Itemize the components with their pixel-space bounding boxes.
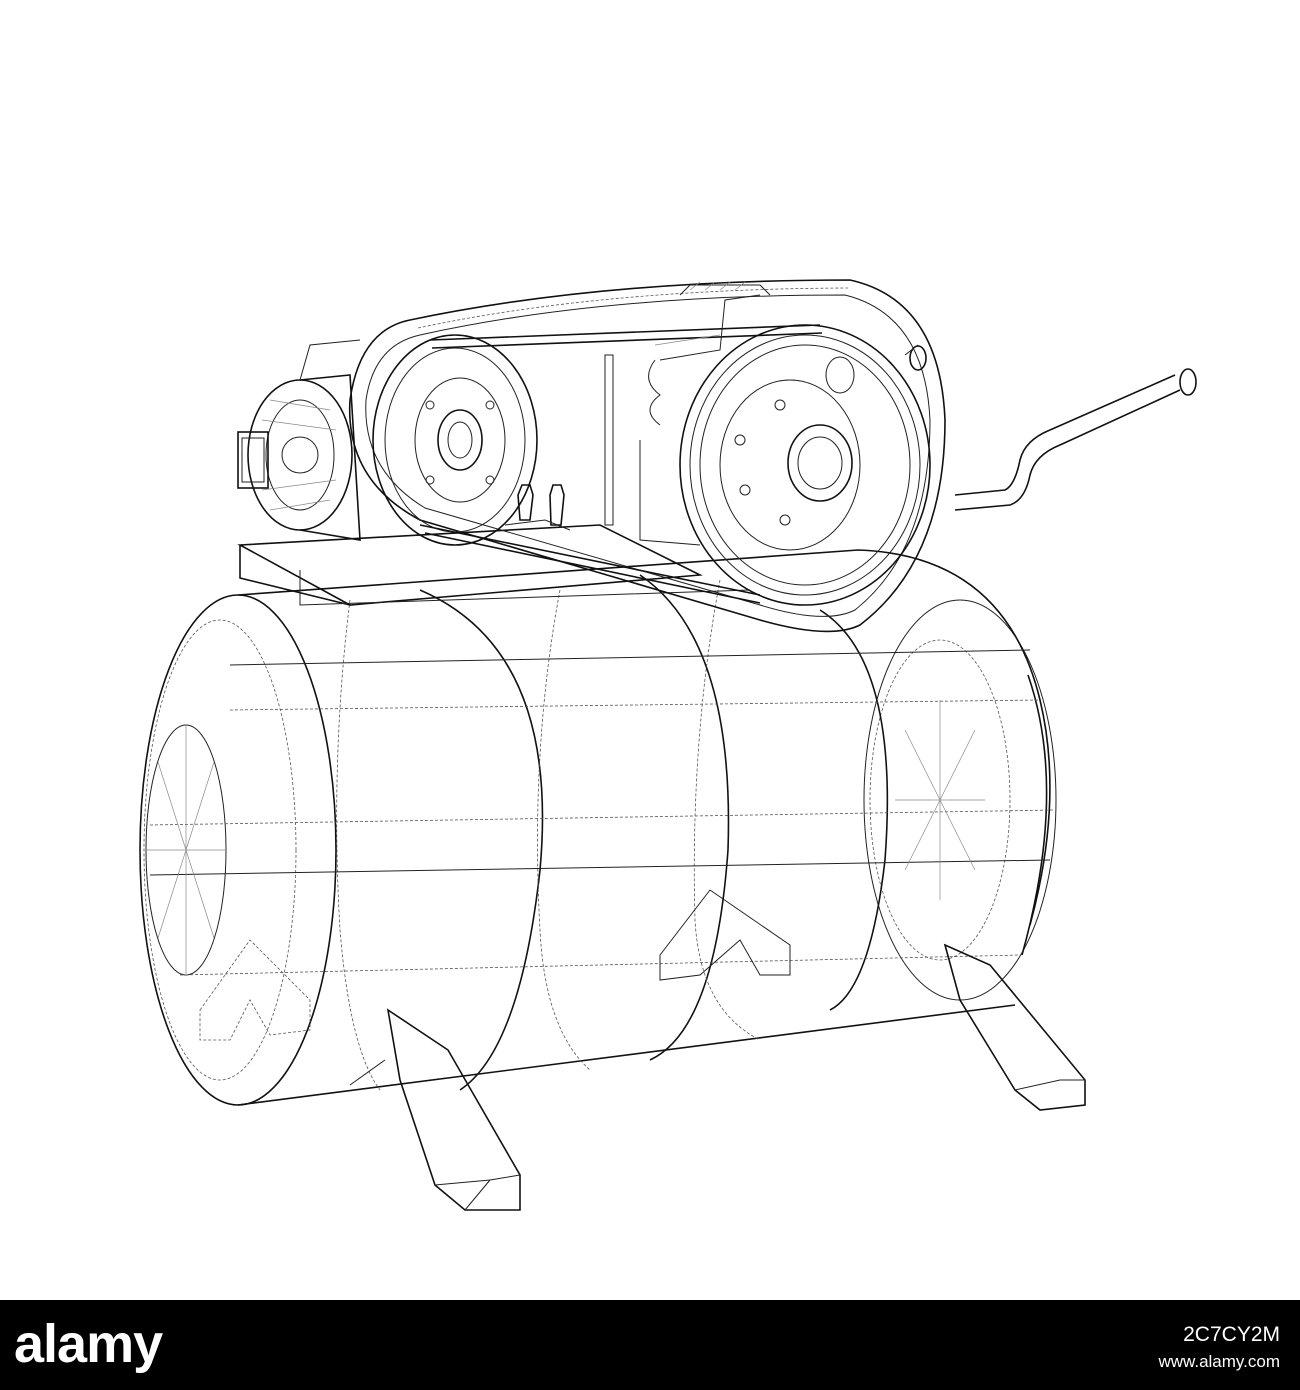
compressor-cylinder [604,281,771,546]
tank-saddles [199,889,791,1041]
outlet-fitting [904,344,927,371]
image-id: 2C7CY2M [1183,1323,1280,1346]
alamy-logo: alamy [14,1314,163,1374]
stock-watermark-bar: alamy 2C7CY2M www.alamy.com [0,1300,1300,1390]
alamy-url: www.alamy.com [1158,1352,1280,1371]
drive-belt [419,324,823,604]
compressor-flywheel [679,324,931,606]
compressor-wireframe-illustration [139,279,1197,1211]
motor-pulley [372,334,538,546]
carry-handle [954,368,1197,511]
air-compressor-icon [139,279,1197,1211]
mounting-plate [237,524,751,606]
electric-motor [237,339,361,541]
belt-guard [348,279,946,633]
pressure-valves [504,484,571,531]
air-tank [139,549,1057,1106]
tank-feet [349,943,1086,1211]
